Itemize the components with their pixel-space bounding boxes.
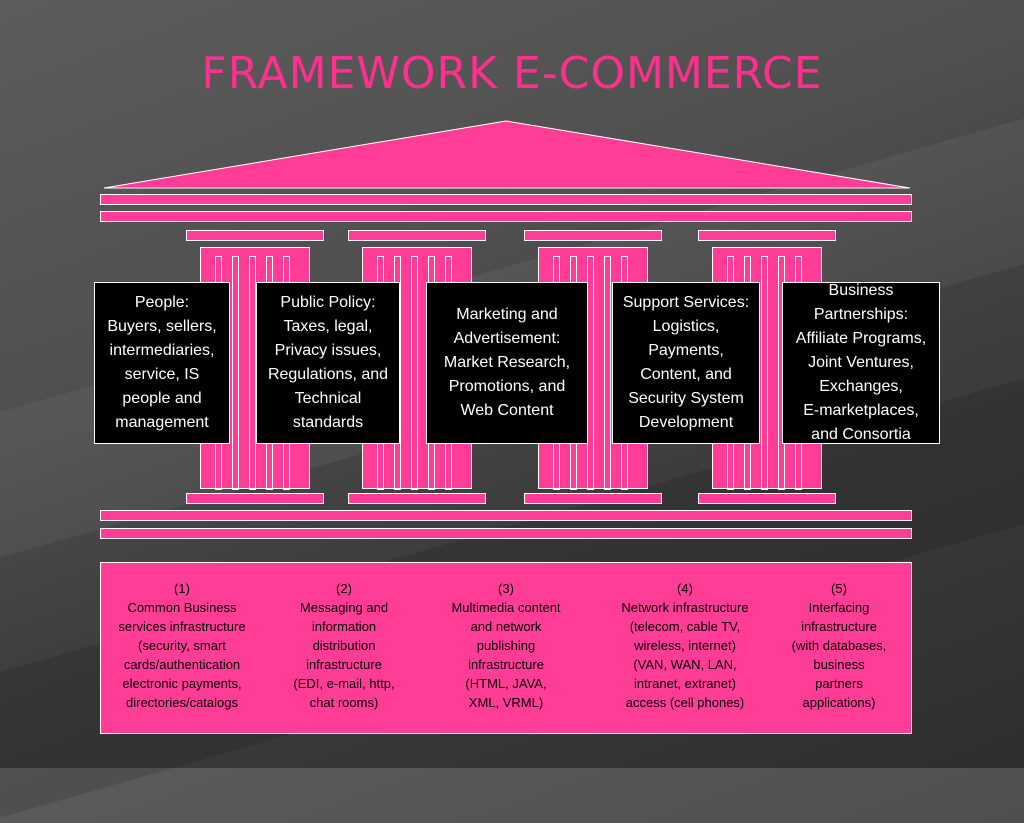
foundation-item-5: (5) Interfacing infrastructure (with dat… (791, 581, 887, 710)
pillar-label: Marketing and Advertisement: Market Rese… (443, 306, 571, 419)
pillar-label: Public Policy: Taxes, legal, Privacy iss… (267, 294, 389, 431)
column-flute (411, 256, 418, 490)
column-base (186, 493, 324, 504)
pillar-label: People: Buyers, sellers, intermediaries,… (107, 294, 217, 431)
column-base (524, 493, 662, 504)
column-flute (604, 256, 611, 490)
pillar-business-partnerships: Business Partnerships: Affiliate Program… (782, 282, 940, 444)
pillar-support-services: Support Services: Logistics, Payments, C… (612, 282, 760, 444)
slide-title: FRAMEWORK E-COMMERCE (201, 48, 823, 99)
column-capital (524, 230, 662, 241)
foundation-item-2: (2) Messaging and information distributi… (293, 581, 395, 710)
column-capital (186, 230, 324, 241)
column-capital (698, 230, 836, 241)
foundation-block: (1) Common Business services infrastruct… (100, 562, 912, 734)
temple-roof (104, 120, 911, 189)
foundation-item-4: (4) Network infrastructure (telecom, cab… (621, 581, 749, 710)
column-base (348, 493, 486, 504)
foundation-item-1: (1) Common Business services infrastruct… (118, 581, 246, 710)
pillar-label: Support Services: Logistics, Payments, C… (622, 294, 750, 431)
pillar-public-policy: Public Policy: Taxes, legal, Privacy iss… (256, 282, 400, 444)
column-flute (761, 256, 768, 490)
foundation-item-3: (3) Multimedia content and network publi… (451, 581, 561, 710)
column-flute (249, 256, 256, 490)
entablature-beam (100, 194, 912, 205)
entablature-beam (100, 211, 912, 222)
pillar-people: People: Buyers, sellers, intermediaries,… (94, 282, 230, 444)
column-flute (587, 256, 594, 490)
pillar-marketing: Marketing and Advertisement: Market Rese… (426, 282, 588, 444)
column-base (698, 493, 836, 504)
column-flute (232, 256, 239, 490)
column-capital (348, 230, 486, 241)
stylobate-beam (100, 510, 912, 521)
pillar-label: Business Partnerships: Affiliate Program… (795, 282, 927, 443)
stylobate-beam (100, 528, 912, 539)
